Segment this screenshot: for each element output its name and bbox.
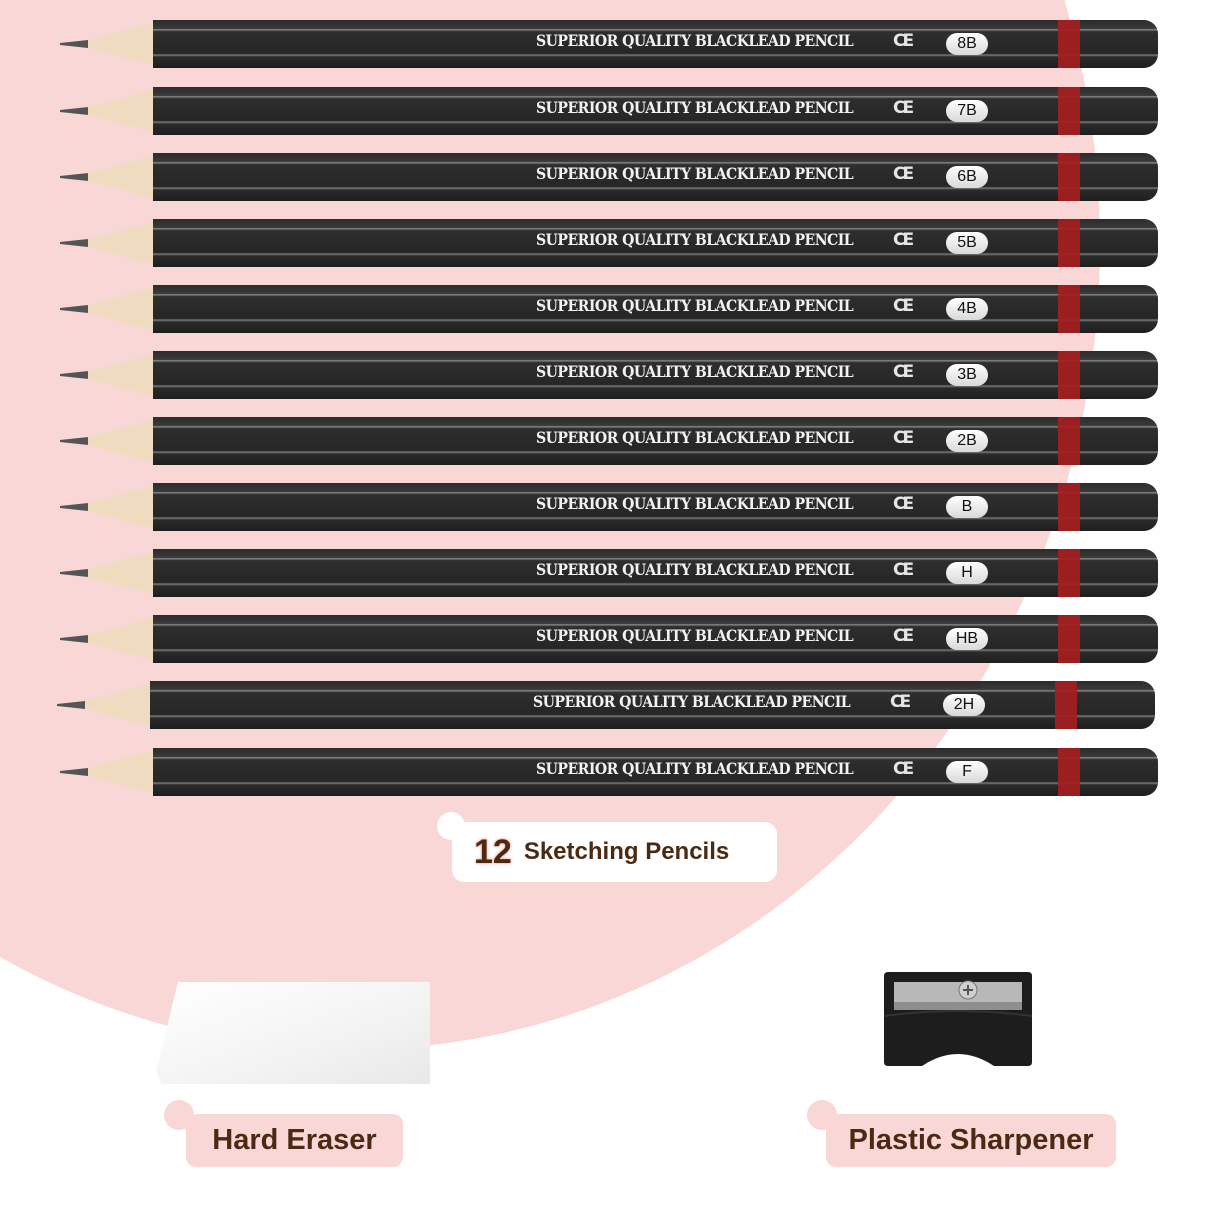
pencil-body: SUPERIOR QUALITY BLACKLEAD PENCIL CE HB bbox=[153, 615, 1158, 663]
pencil-body: SUPERIOR QUALITY BLACKLEAD PENCIL CE 5B bbox=[153, 219, 1158, 267]
red-band bbox=[1058, 351, 1080, 399]
pencil-tip bbox=[60, 221, 156, 265]
red-band bbox=[1058, 748, 1080, 796]
ce-mark-icon: CE bbox=[893, 31, 914, 51]
pencil-body: SUPERIOR QUALITY BLACKLEAD PENCIL CE 3B bbox=[153, 351, 1158, 399]
red-band bbox=[1058, 20, 1080, 68]
pencil-body: SUPERIOR QUALITY BLACKLEAD PENCIL CE H bbox=[153, 549, 1158, 597]
pencil-brand-text: SUPERIOR QUALITY BLACKLEAD PENCIL bbox=[536, 428, 854, 447]
pencil-brand-text: SUPERIOR QUALITY BLACKLEAD PENCIL bbox=[536, 98, 854, 117]
pencil-brand-text: SUPERIOR QUALITY BLACKLEAD PENCIL bbox=[536, 230, 854, 249]
pencil-2h: SUPERIOR QUALITY BLACKLEAD PENCIL CE 2H bbox=[55, 681, 1155, 729]
pencil-2b: SUPERIOR QUALITY BLACKLEAD PENCIL CE 2B bbox=[58, 417, 1158, 465]
pencil-brand-text: SUPERIOR QUALITY BLACKLEAD PENCIL bbox=[536, 494, 854, 513]
red-band bbox=[1058, 153, 1080, 201]
pencil-grade-badge: 2B bbox=[946, 430, 988, 452]
pencil-body: SUPERIOR QUALITY BLACKLEAD PENCIL CE 8B bbox=[153, 20, 1158, 68]
pencil-body: SUPERIOR QUALITY BLACKLEAD PENCIL CE F bbox=[153, 748, 1158, 796]
pencil-tip bbox=[60, 22, 156, 66]
pencil-tip bbox=[60, 551, 156, 595]
pencil-grade-badge: H bbox=[946, 562, 988, 584]
pencil-tip bbox=[60, 155, 156, 199]
pencil-body: SUPERIOR QUALITY BLACKLEAD PENCIL CE 2B bbox=[153, 417, 1158, 465]
pencil-body: SUPERIOR QUALITY BLACKLEAD PENCIL CE 4B bbox=[153, 285, 1158, 333]
eraser-caption: Hard Eraser bbox=[186, 1114, 403, 1167]
pencil-brand-text: SUPERIOR QUALITY BLACKLEAD PENCIL bbox=[536, 626, 854, 645]
pencil-grade-badge: 3B bbox=[946, 364, 988, 386]
pencil-5b: SUPERIOR QUALITY BLACKLEAD PENCIL CE 5B bbox=[58, 219, 1158, 267]
pencil-tip bbox=[60, 89, 156, 133]
pencil-brand-text: SUPERIOR QUALITY BLACKLEAD PENCIL bbox=[536, 560, 854, 579]
ce-mark-icon: CE bbox=[890, 692, 911, 712]
pencil-brand-text: SUPERIOR QUALITY BLACKLEAD PENCIL bbox=[536, 759, 854, 778]
sharpener-image bbox=[883, 972, 1033, 1066]
ce-mark-icon: CE bbox=[893, 164, 914, 184]
red-band bbox=[1058, 549, 1080, 597]
red-band bbox=[1058, 87, 1080, 135]
pencil-tip bbox=[60, 617, 156, 661]
pencil-tip bbox=[60, 485, 156, 529]
ce-mark-icon: CE bbox=[893, 494, 914, 514]
ce-mark-icon: CE bbox=[893, 759, 914, 779]
red-band bbox=[1058, 483, 1080, 531]
ce-mark-icon: CE bbox=[893, 296, 914, 316]
hard-eraser-image bbox=[156, 982, 430, 1084]
pencil-body: SUPERIOR QUALITY BLACKLEAD PENCIL CE 6B bbox=[153, 153, 1158, 201]
pencil-grade-badge: 5B bbox=[946, 232, 988, 254]
ce-mark-icon: CE bbox=[893, 428, 914, 448]
pencils-caption-label: Sketching Pencils bbox=[523, 838, 730, 865]
pencils-caption: 12 Sketching Pencils bbox=[452, 822, 777, 882]
pencil-brand-text: SUPERIOR QUALITY BLACKLEAD PENCIL bbox=[536, 296, 854, 315]
pencil-tip bbox=[60, 353, 156, 397]
pencil-grade-badge: 2H bbox=[943, 694, 985, 716]
ce-mark-icon: CE bbox=[893, 362, 914, 382]
pencil-8b: SUPERIOR QUALITY BLACKLEAD PENCIL CE 8B bbox=[58, 20, 1158, 68]
pencil-brand-text: SUPERIOR QUALITY BLACKLEAD PENCIL bbox=[536, 362, 854, 381]
ce-mark-icon: CE bbox=[893, 626, 914, 646]
sharpener-caption: Plastic Sharpener bbox=[826, 1114, 1116, 1167]
pencil-body: SUPERIOR QUALITY BLACKLEAD PENCIL CE B bbox=[153, 483, 1158, 531]
pencil-count: 12 bbox=[474, 832, 512, 871]
ce-mark-icon: CE bbox=[893, 98, 914, 118]
pencil-tip bbox=[60, 419, 156, 463]
pencil-grade-badge: HB bbox=[946, 628, 988, 650]
pencil-body: SUPERIOR QUALITY BLACKLEAD PENCIL CE 7B bbox=[153, 87, 1158, 135]
red-band bbox=[1058, 285, 1080, 333]
pencil-f: SUPERIOR QUALITY BLACKLEAD PENCIL CE F bbox=[58, 748, 1158, 796]
pencil-brand-text: SUPERIOR QUALITY BLACKLEAD PENCIL bbox=[536, 164, 854, 183]
pencil-hb: SUPERIOR QUALITY BLACKLEAD PENCIL CE HB bbox=[58, 615, 1158, 663]
pencil-grade-badge: 6B bbox=[946, 166, 988, 188]
pencil-tip bbox=[57, 683, 153, 727]
pencil-4b: SUPERIOR QUALITY BLACKLEAD PENCIL CE 4B bbox=[58, 285, 1158, 333]
red-band bbox=[1055, 681, 1077, 729]
pencil-3b: SUPERIOR QUALITY BLACKLEAD PENCIL CE 3B bbox=[58, 351, 1158, 399]
pencil-tip bbox=[60, 750, 156, 794]
ce-mark-icon: CE bbox=[893, 230, 914, 250]
pencil-6b: SUPERIOR QUALITY BLACKLEAD PENCIL CE 6B bbox=[58, 153, 1158, 201]
pencil-brand-text: SUPERIOR QUALITY BLACKLEAD PENCIL bbox=[533, 692, 851, 711]
pencil-7b: SUPERIOR QUALITY BLACKLEAD PENCIL CE 7B bbox=[58, 87, 1158, 135]
pencil-grade-badge: B bbox=[946, 496, 988, 518]
pencil-b: SUPERIOR QUALITY BLACKLEAD PENCIL CE B bbox=[58, 483, 1158, 531]
pencil-grade-badge: 7B bbox=[946, 100, 988, 122]
ce-mark-icon: CE bbox=[893, 560, 914, 580]
pencil-grade-badge: F bbox=[946, 761, 988, 783]
red-band bbox=[1058, 417, 1080, 465]
pencil-grade-badge: 8B bbox=[946, 33, 988, 55]
pencil-tip bbox=[60, 287, 156, 331]
pencil-body: SUPERIOR QUALITY BLACKLEAD PENCIL CE 2H bbox=[150, 681, 1155, 729]
red-band bbox=[1058, 615, 1080, 663]
pencil-grade-badge: 4B bbox=[946, 298, 988, 320]
pencil-brand-text: SUPERIOR QUALITY BLACKLEAD PENCIL bbox=[536, 31, 854, 50]
pencil-h: SUPERIOR QUALITY BLACKLEAD PENCIL CE H bbox=[58, 549, 1158, 597]
red-band bbox=[1058, 219, 1080, 267]
